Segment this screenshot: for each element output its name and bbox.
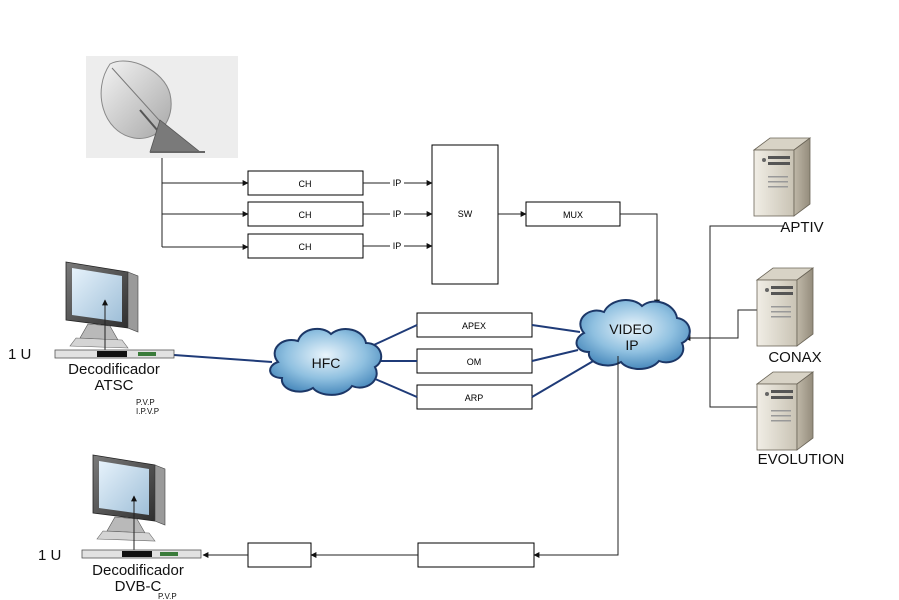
hfc-label: HFC bbox=[312, 355, 341, 371]
monitor-dvbc-icon bbox=[92, 454, 166, 542]
mux-box: MUX bbox=[525, 201, 621, 227]
decoder-dvbc-label-line1: Decodificador bbox=[92, 562, 184, 579]
decoder-dvbc-device bbox=[81, 549, 202, 559]
switch-label: SW bbox=[458, 209, 473, 219]
decoder-dvbc-unit-label: 1 U bbox=[38, 547, 61, 564]
decoder-atsc-unit-label: 1 U bbox=[8, 346, 31, 363]
server-label: CONAX bbox=[768, 349, 821, 366]
video-ip-label-line1: VIDEO bbox=[609, 321, 653, 337]
channel-box-label: CH bbox=[299, 179, 312, 189]
server-aptiv-icon bbox=[753, 137, 811, 217]
ip-label: IP bbox=[393, 178, 402, 188]
blue-links bbox=[173, 324, 596, 398]
server-evolution-icon bbox=[756, 371, 814, 451]
server-label: APTIV bbox=[780, 219, 823, 236]
switch-box: SW bbox=[431, 144, 499, 285]
mux-to-video-ip-arrow bbox=[620, 213, 660, 306]
channel-box: CH bbox=[247, 170, 364, 196]
server-conax-icon bbox=[756, 267, 814, 347]
ip-label: IP bbox=[393, 241, 402, 251]
channel-box-label: CH bbox=[299, 210, 312, 220]
middle-box-label: ARP bbox=[465, 393, 484, 403]
ip-connections: IP IP IP bbox=[363, 178, 433, 251]
decoder-atsc-device bbox=[54, 349, 175, 359]
hfc-cloud-icon: HFC bbox=[269, 327, 383, 396]
decoder-atsc-label-line2: ATSC bbox=[95, 377, 134, 394]
channel-box: CH bbox=[247, 201, 364, 227]
decoder-dvbc-note1: P.V.P bbox=[158, 592, 177, 600]
monitor-atsc-icon bbox=[65, 261, 139, 349]
video-ip-cloud-icon: VIDEO IP bbox=[575, 299, 691, 370]
channel-box: CH bbox=[247, 233, 364, 259]
middle-box-label: APEX bbox=[462, 321, 486, 331]
middle-box-om: OM bbox=[416, 348, 533, 374]
server-label: EVOLUTION bbox=[758, 451, 845, 468]
ip-label: IP bbox=[393, 209, 402, 219]
channel-box-label: CH bbox=[299, 242, 312, 252]
server-bus-lines bbox=[684, 225, 784, 408]
middle-box-label: OM bbox=[467, 357, 482, 367]
dish-feed-lines bbox=[161, 158, 249, 250]
decoder-atsc-note1: P.V.P bbox=[136, 398, 155, 407]
mux-label: MUX bbox=[563, 210, 583, 220]
decoder-dvbc-label-line2: DVB-C bbox=[115, 578, 162, 595]
satellite-dish-icon bbox=[86, 56, 238, 158]
middle-box-apex: APEX bbox=[416, 312, 533, 338]
lower-path bbox=[202, 356, 619, 568]
middle-box-arp: ARP bbox=[416, 384, 533, 410]
decoder-atsc-label-line1: Decodificador bbox=[68, 361, 160, 378]
video-ip-label-line2: IP bbox=[625, 337, 638, 353]
decoder-atsc-note2: I.P.V.P bbox=[136, 407, 159, 416]
